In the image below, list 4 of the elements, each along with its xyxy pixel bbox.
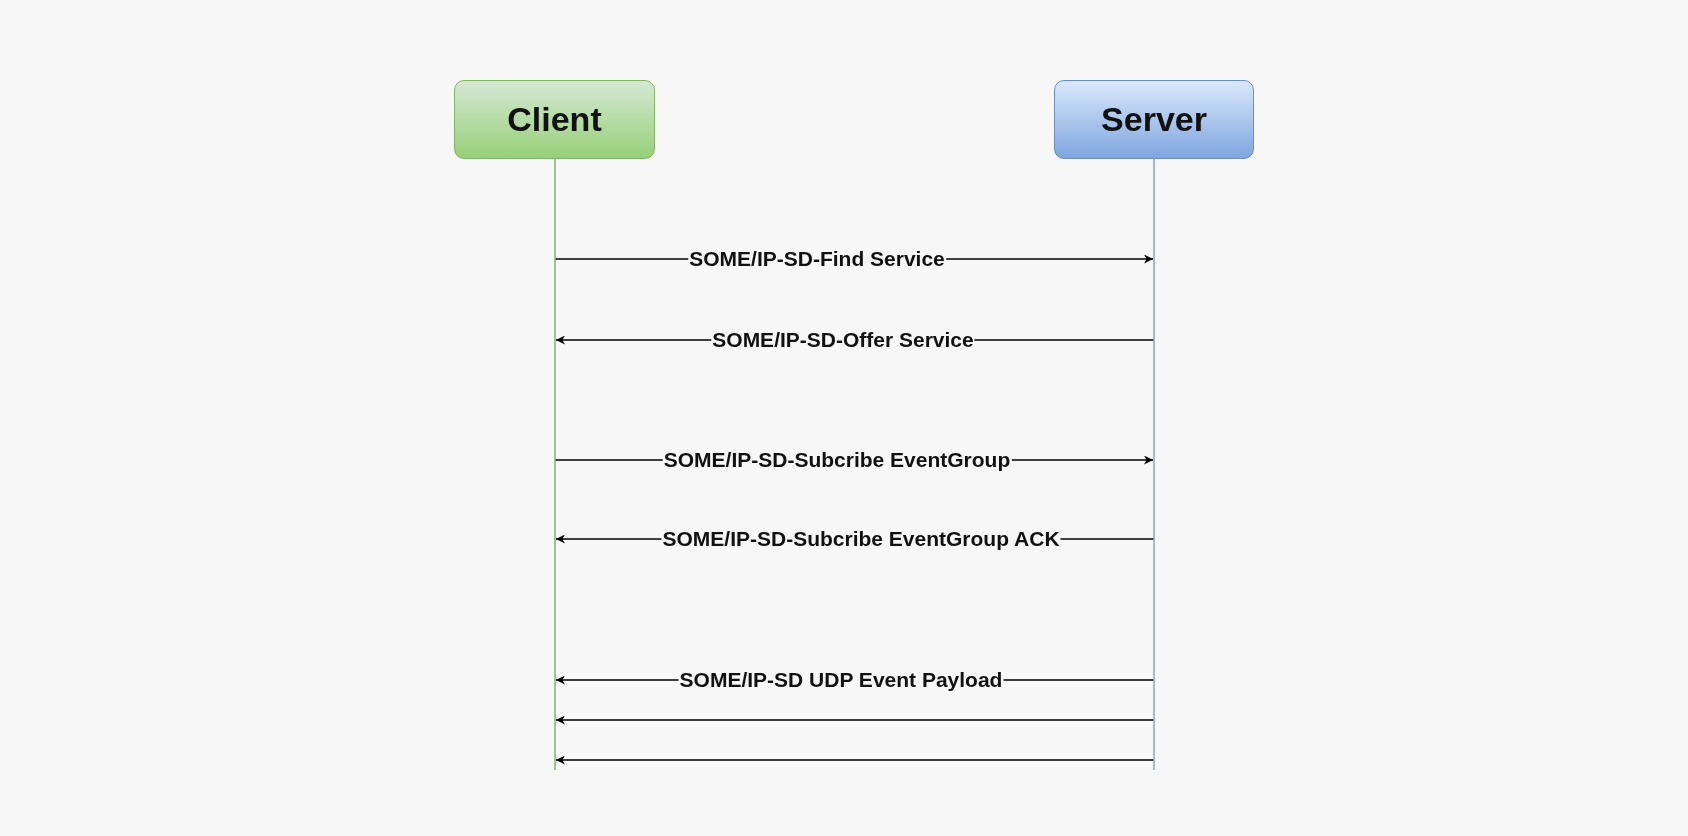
participant-box: Client (454, 80, 655, 159)
message-arrow (555, 715, 1155, 725)
participant-box: Server (1054, 80, 1254, 159)
message-arrow (555, 755, 1155, 765)
